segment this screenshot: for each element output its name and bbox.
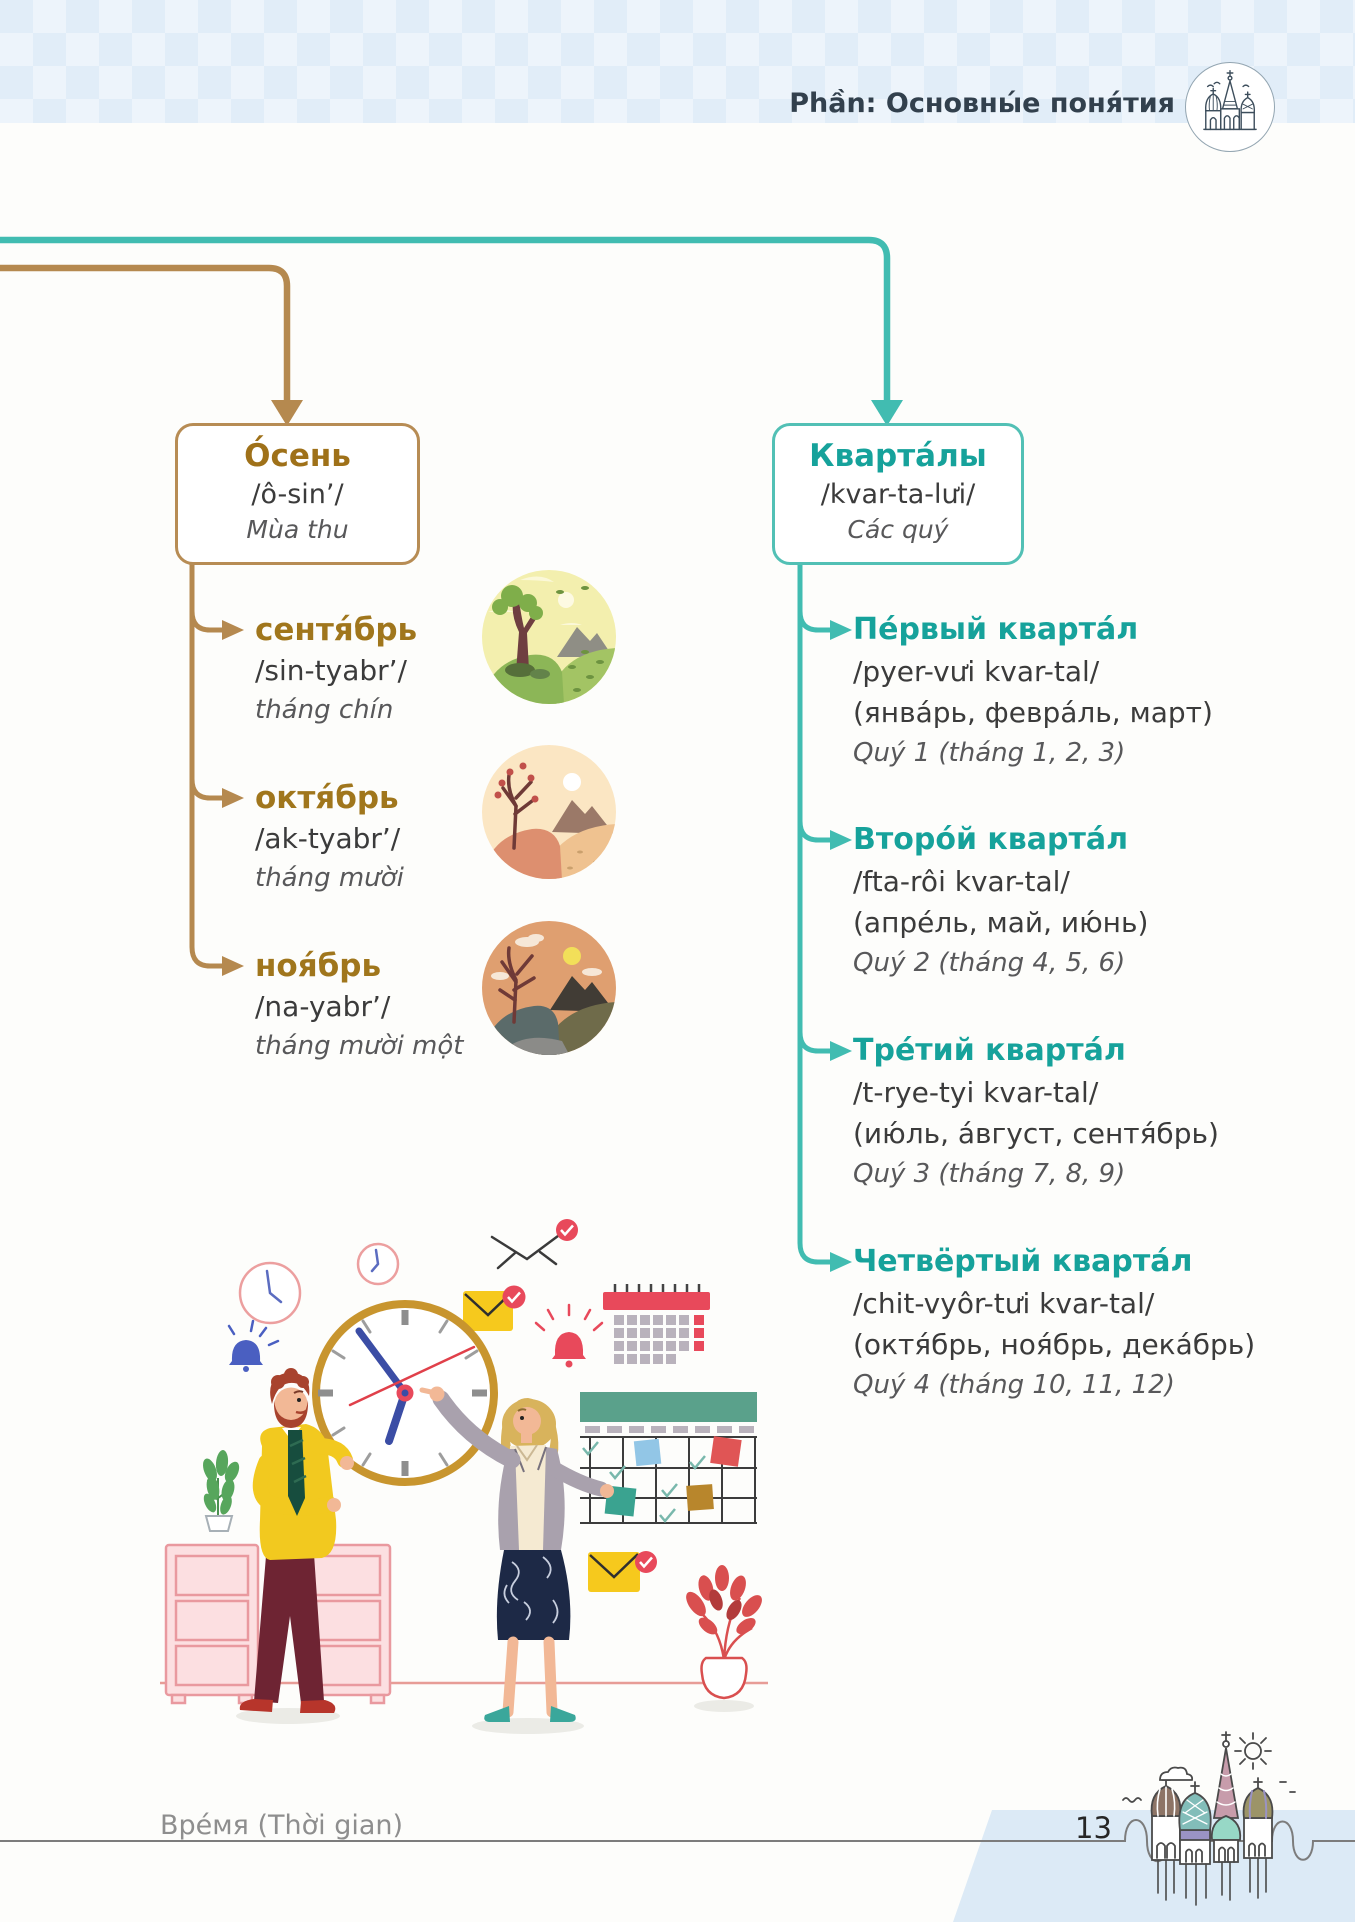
mail-icon: [588, 1551, 657, 1592]
quarter-vietnamese: Quý 4 (tháng 10, 11, 12): [853, 1370, 1175, 1400]
kremlin-icon: [1185, 62, 1275, 152]
alarm-bell-icon: [534, 1303, 604, 1368]
quarter-entry-3: Тре́тий кварта́л /t-rye-tyi kvar-tal/ (и…: [853, 1030, 1219, 1194]
autumn-vietnamese: Mùa thu: [246, 515, 349, 544]
quarter-months: (апре́ль, май, ию́нь): [853, 906, 1149, 939]
woman-figure: [419, 1386, 614, 1722]
autumn-title: О́сень: [244, 438, 351, 474]
page-number: 13: [1075, 1811, 1112, 1845]
calendar-icon: [603, 1284, 710, 1364]
quarters-vietnamese: Các quý: [847, 515, 949, 544]
quarter-entry-2: Второ́й кварта́л /fta-rôi kvar-tal/ (апр…: [853, 819, 1148, 983]
chapter-label: Вре́мя (Thời gian): [160, 1810, 404, 1841]
month-vietnamese: tháng mười: [255, 863, 404, 893]
autumn-phonetic: /ô-sin’/: [251, 479, 344, 510]
office-illustration: [160, 1219, 768, 1734]
quarter-phonetic: /chit-vyôr-tưi kvar-tal/: [853, 1287, 1155, 1320]
month-phonetic: /ak-tyabr’/: [255, 822, 401, 855]
quarter-months: (ию́ль, а́вгуст, сентя́брь): [853, 1117, 1219, 1150]
quarter-name: Тре́тий кварта́л: [853, 1033, 1126, 1068]
quarter-name: Пе́рвый кварта́л: [853, 612, 1139, 647]
quarter-name: Четвёртый кварта́л: [853, 1244, 1193, 1279]
quarter-vietnamese: Quý 2 (tháng 4, 5, 6): [853, 948, 1126, 978]
clock-illustration: [312, 1300, 498, 1486]
quarter-months: (октя́брь, ноя́брь, дека́брь): [853, 1328, 1256, 1361]
sticky-note-red: [710, 1436, 742, 1467]
cathedral-illustration: [1122, 1731, 1296, 1906]
sticky-note-blue: [633, 1438, 662, 1467]
quarter-months: (янва́рь, февра́ль, март): [853, 696, 1213, 729]
month-name: сентя́брь: [255, 612, 418, 648]
quarters-connector: [0, 236, 903, 1272]
month-entry-november: ноя́брь /na-yabr’/ tháng mười một: [255, 945, 463, 1065]
header-band: [0, 0, 1355, 123]
month-vietnamese: tháng chín: [255, 695, 394, 725]
month-entry-september: сентя́брь /sin-tyabr’/ tháng chín: [255, 609, 417, 729]
man-figure: [239, 1368, 354, 1713]
autumn-connector: [0, 264, 303, 976]
quarter-phonetic: /pyer-vưi kvar-tal/: [853, 655, 1100, 688]
quarter-vietnamese: Quý 1 (tháng 1, 2, 3): [853, 738, 1126, 768]
footer-art: [0, 1731, 1355, 1922]
sticky-note-gold: [686, 1484, 714, 1511]
quarters-box: Кварта́лы /kvar-ta-lưi/ Các quý: [772, 423, 1024, 565]
month-name: ноя́брь: [255, 948, 382, 984]
mail-check-icon: [490, 1219, 578, 1270]
wall-clock-icon: [238, 1261, 302, 1325]
quarter-entry-1: Пе́рвый кварта́л /pyer-vưi kvar-tal/ (ян…: [853, 609, 1213, 773]
plant: [203, 1450, 240, 1532]
quarters-title: Кварта́лы: [809, 438, 987, 474]
quarter-name: Второ́й кварта́л: [853, 822, 1129, 857]
bell-icon: [227, 1319, 280, 1372]
potted-plant: [686, 1565, 762, 1700]
quarter-vietnamese: Quý 3 (tháng 7, 8, 9): [853, 1159, 1126, 1189]
september-image: [482, 570, 616, 704]
quarter-phonetic: /t-rye-tyi kvar-tal/: [853, 1076, 1099, 1109]
mail-icon: [463, 1285, 526, 1331]
planner-board: [580, 1392, 757, 1524]
month-entry-october: октя́брь /ak-tyabr’/ tháng mười: [255, 777, 404, 897]
filing-cabinet: [300, 1543, 392, 1705]
month-phonetic: /sin-tyabr’/: [255, 654, 407, 687]
month-vietnamese: tháng mười một: [255, 1031, 464, 1061]
quarter-entry-4: Четвёртый кварта́л /chit-vyôr-tưi kvar-t…: [853, 1241, 1255, 1405]
october-image: [482, 745, 616, 879]
november-image: [482, 921, 616, 1055]
month-phonetic: /na-yabr’/: [255, 990, 391, 1023]
month-name: октя́брь: [255, 780, 399, 816]
filing-cabinet: [164, 1543, 260, 1705]
quarters-phonetic: /kvar-ta-lưi/: [820, 479, 976, 510]
section-title: Phần: Основны́е поня́тия: [789, 88, 1175, 119]
kremlin-line-art: [1203, 69, 1257, 131]
wall-clock-icon: [356, 1242, 400, 1286]
quarter-phonetic: /fta-rôi kvar-tal/: [853, 865, 1070, 898]
autumn-box: О́сень /ô-sin’/ Mùa thu: [175, 423, 420, 565]
